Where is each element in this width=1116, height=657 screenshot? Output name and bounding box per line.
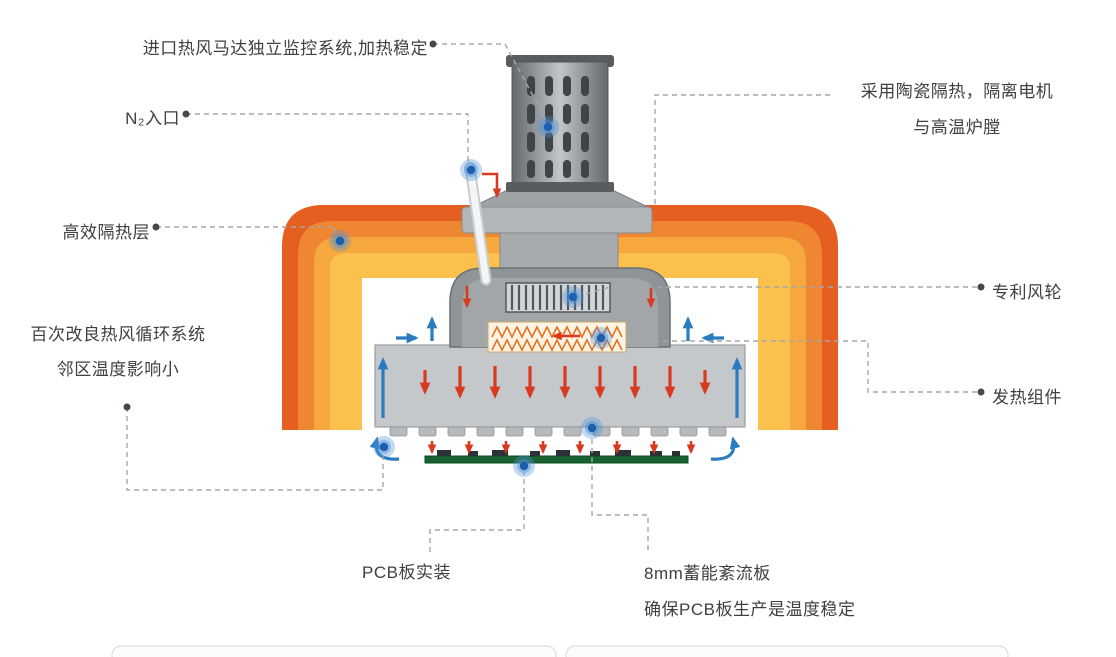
label-fan-wheel: 专利风轮 bbox=[992, 283, 1062, 302]
fan-wheel-point-marker bbox=[562, 286, 584, 308]
motor-point-marker bbox=[537, 116, 559, 138]
label-pcb-mounting: PCB板实装 bbox=[362, 563, 451, 582]
label-turbulence-plate: 8mm蓄能紊流板 确保PCB板生产是温度稳定 bbox=[644, 556, 855, 628]
label-plate-line1: 8mm蓄能紊流板 bbox=[644, 564, 771, 583]
hot-air-arrows bbox=[419, 286, 711, 455]
label-plate-line2: 确保PCB板生产是温度稳定 bbox=[644, 600, 856, 619]
motor-vents bbox=[527, 76, 589, 178]
label-circulation-line2: 邻区温度影响小 bbox=[56, 360, 180, 379]
label-ceramic-line2: 与高温炉膛 bbox=[913, 118, 1001, 137]
label-heating-element: 发热组件 bbox=[992, 388, 1062, 407]
label-n2-inlet: N₂入口 bbox=[125, 109, 180, 128]
turbulence-plate-point-marker bbox=[581, 417, 603, 439]
hot-air-motor bbox=[506, 55, 614, 192]
label-ceramic-insulation: 采用陶瓷隔热，隔离电机 与高温炉膛 bbox=[826, 74, 1088, 146]
leader-lines bbox=[123, 40, 985, 552]
pcb-point-marker bbox=[513, 455, 535, 477]
label-circulation-system: 百次改良热风循环系统 邻区温度影响小 bbox=[22, 317, 214, 387]
bottom-panels bbox=[111, 645, 1009, 657]
label-insulation-layer: 高效隔热层 bbox=[62, 223, 150, 242]
n2-inlet-point-marker bbox=[460, 159, 482, 181]
callout-markers bbox=[329, 116, 612, 477]
turbulence-plate bbox=[389, 426, 727, 437]
pcb-board bbox=[424, 450, 689, 464]
label-ceramic-line1: 采用陶瓷隔热，隔离电机 bbox=[860, 82, 1054, 101]
return-air-arrows bbox=[369, 316, 743, 461]
circulation-point-marker bbox=[373, 436, 395, 458]
label-circulation-line1: 百次改良热风循环系统 bbox=[30, 325, 206, 344]
label-motor-monitoring: 进口热风马达独立监控系统,加热稳定 bbox=[142, 39, 428, 58]
n2-inlet-tube bbox=[464, 161, 502, 286]
heater-point-marker bbox=[590, 327, 612, 349]
plenum-box bbox=[374, 344, 746, 428]
insulation-point-marker bbox=[329, 230, 351, 252]
fan-wheel bbox=[505, 282, 611, 313]
